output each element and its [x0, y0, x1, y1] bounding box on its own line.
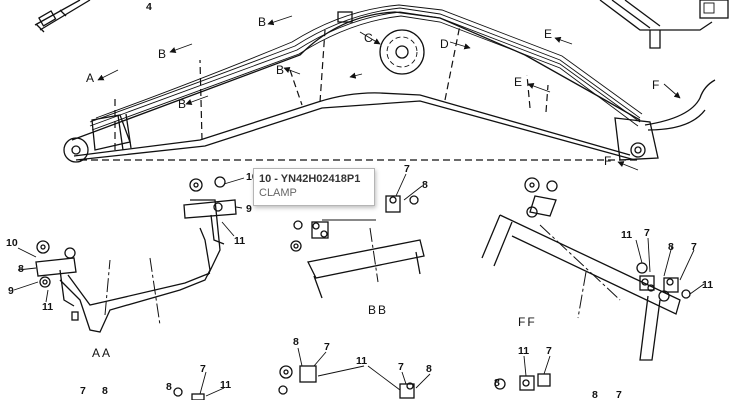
section-arrows	[97, 15, 681, 171]
callout-10: 10	[246, 171, 258, 183]
tooltip-part-description: CLAMP	[259, 187, 297, 199]
callout-11: 11	[702, 279, 713, 291]
callout-8: 8	[422, 179, 428, 191]
callout-7: 7	[80, 385, 86, 397]
callout-10: 10	[6, 237, 18, 249]
callout-8: 8	[18, 263, 24, 275]
marker-e: E	[514, 75, 522, 89]
callout-11: 11	[220, 379, 231, 391]
top-left-fragment: 4	[34, 0, 152, 33]
view-aa-detail: 10 8 9 11 10 9 11 AA	[6, 171, 258, 360]
tooltip-part-title: 10 - YN42H02418P1	[259, 173, 361, 185]
marker-b: B	[258, 15, 266, 29]
callout-11: 11	[42, 301, 53, 313]
callout-7: 7	[691, 241, 697, 253]
callout-11: 11	[356, 355, 367, 367]
marker-c: C	[364, 31, 373, 45]
callout-7: 7	[616, 389, 622, 400]
marker-b: B	[178, 97, 186, 111]
callout-11: 11	[234, 235, 245, 247]
view-ff-detail: 11 7 8 7 11 FF	[481, 177, 713, 361]
boom-arm-assembly: A B B B B C D E E F F	[63, 4, 716, 171]
callout-7: 7	[404, 163, 410, 175]
bottom-details: 8 7 11 7 8 11 7 8 7 8 8 7 11 8 7	[80, 336, 622, 400]
callout-8: 8	[102, 385, 108, 397]
callout-9: 9	[246, 203, 252, 215]
view-aa-label: AA	[92, 346, 112, 360]
view-bb-label: BB	[368, 303, 388, 317]
marker-e: E	[544, 27, 552, 41]
view-bb-detail: 7 8 8 BB	[276, 163, 428, 317]
callout-9: 9	[8, 285, 14, 297]
callout-7: 7	[398, 361, 404, 373]
marker-b: B	[158, 47, 166, 61]
callout-7: 7	[324, 341, 330, 353]
marker-f: F	[604, 154, 611, 168]
callout-4: 4	[146, 1, 152, 13]
callout-8: 8	[592, 389, 598, 400]
callout-8: 8	[426, 363, 432, 375]
callout-11: 11	[621, 229, 632, 241]
callout-7: 7	[200, 363, 206, 375]
callout-11: 11	[518, 345, 529, 357]
callout-8: 8	[166, 381, 172, 393]
callout-8: 8	[293, 336, 299, 348]
callout-7: 7	[644, 227, 650, 239]
marker-d: D	[440, 37, 449, 51]
marker-f: F	[652, 78, 659, 92]
view-ff-label: FF	[518, 315, 537, 329]
top-right-fragment	[599, 0, 729, 49]
callout-7: 7	[546, 345, 552, 357]
part-tooltip: 10 - YN42H02418P1 CLAMP	[253, 168, 375, 206]
marker-b: B	[276, 63, 284, 77]
marker-a: A	[86, 71, 94, 85]
callout-8: 8	[668, 241, 674, 253]
callout-8: 8	[494, 377, 500, 389]
